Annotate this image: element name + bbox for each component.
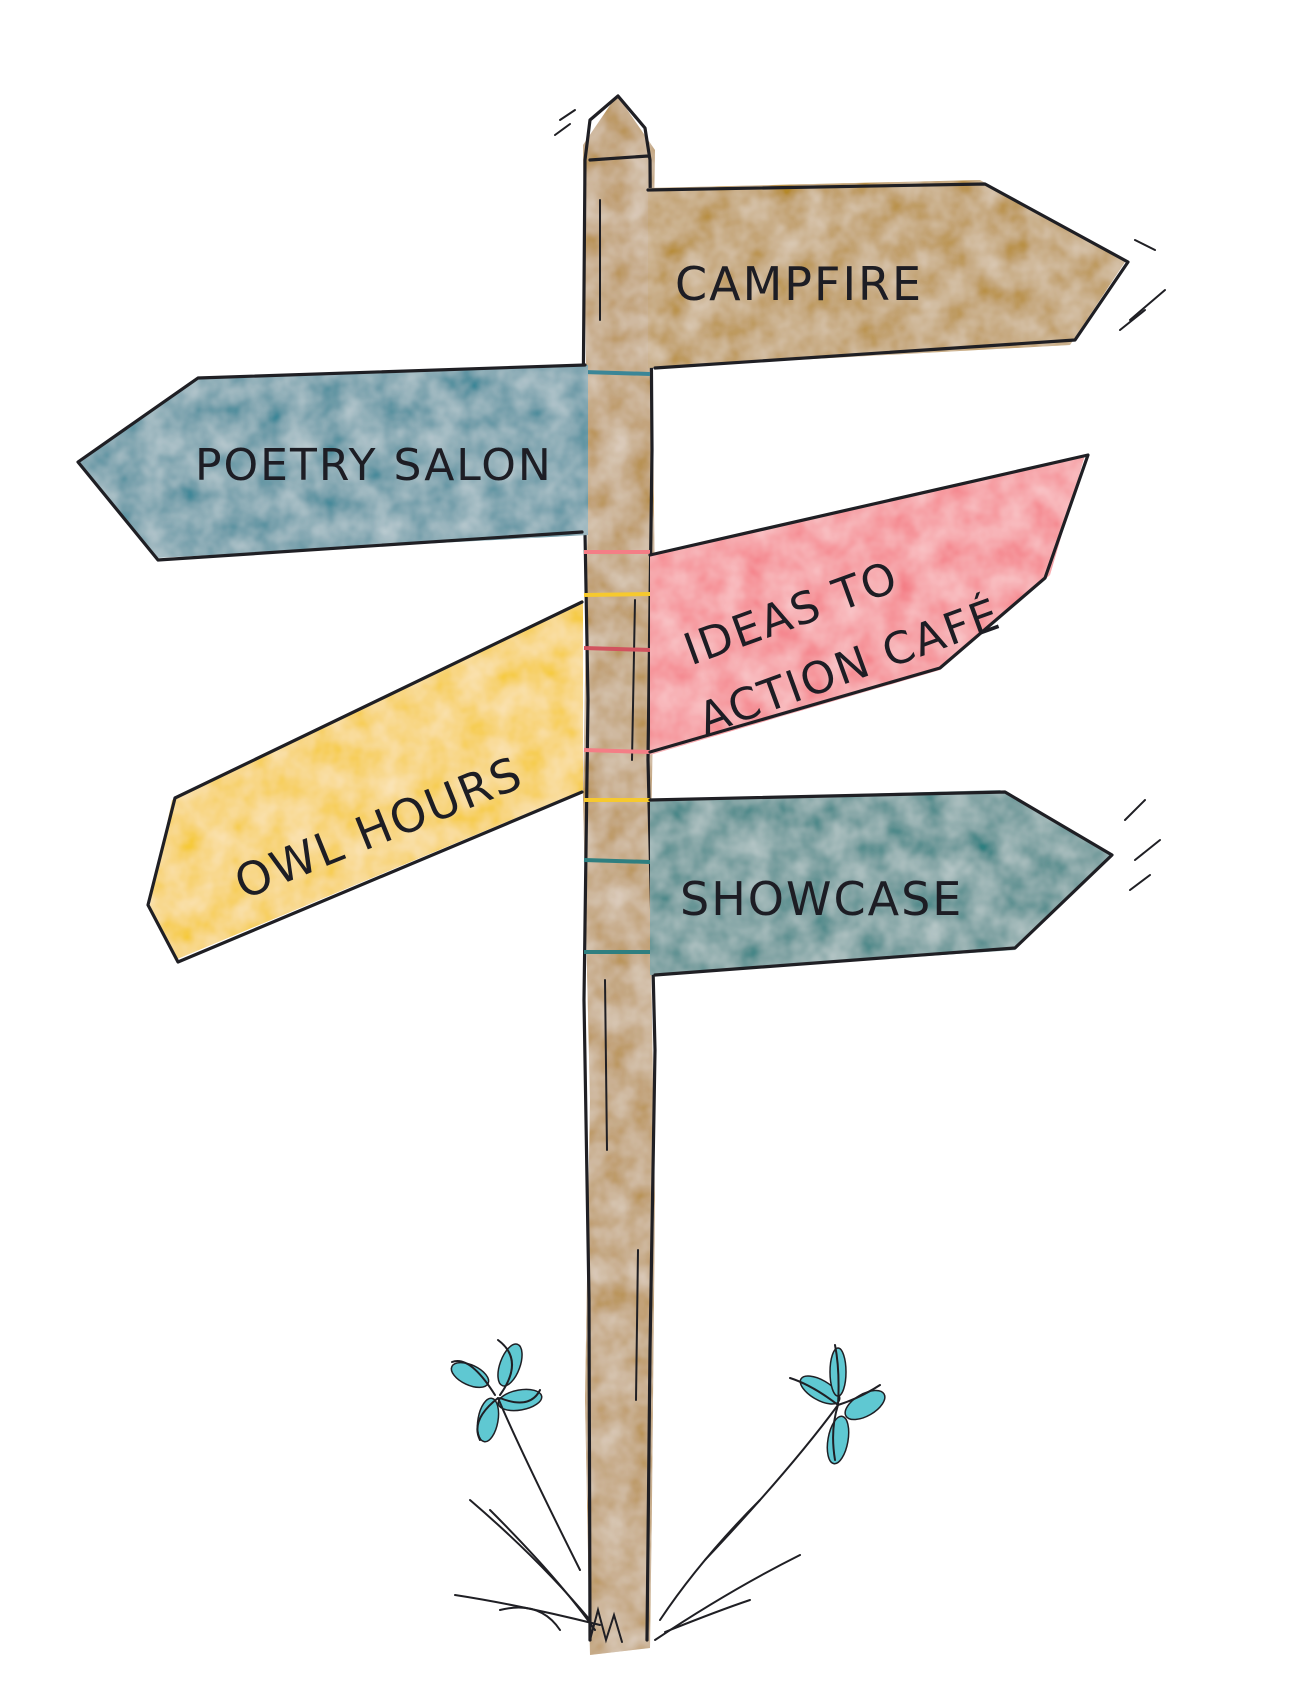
motion-ticks — [554, 109, 1166, 891]
campfire-sign-outline — [646, 182, 1130, 370]
left-flower-outline — [451, 1339, 541, 1441]
owl-hours-sign-outline — [146, 600, 584, 964]
post-outline — [581, 94, 657, 1642]
right-flower-stem — [704, 1404, 839, 1561]
grass-tufts — [454, 1499, 801, 1644]
right-flower — [704, 1344, 886, 1561]
post-bands — [583, 370, 651, 954]
owl-hours-sign-board — [150, 600, 583, 960]
sign-campfire[interactable]: CAMPFIRE — [646, 180, 1130, 370]
poetry-salon-sign-outline — [76, 363, 587, 562]
sign-showcase[interactable]: SHOWCASE — [648, 790, 1114, 977]
right-flower-petals — [799, 1347, 886, 1465]
post-wood-grain — [599, 199, 639, 1401]
showcase-sign-board — [650, 790, 1110, 975]
sign-ideas-to-action-cafe[interactable]: IDEAS TO ACTION CAFÉ — [648, 453, 1090, 755]
post-body — [583, 95, 655, 1655]
left-flower — [450, 1339, 581, 1571]
right-flower-outline — [789, 1344, 881, 1461]
poetry-salon-label: POETRY SALON — [195, 440, 553, 491]
sign-poetry-salon[interactable]: POETRY SALON — [76, 363, 588, 562]
poetry-salon-sign-board — [80, 365, 588, 558]
left-flower-stem — [497, 1397, 581, 1571]
left-flower-petals — [450, 1343, 543, 1443]
ideas-sign-outline — [648, 453, 1090, 754]
sign-owl-hours[interactable]: OWL HOURS — [146, 600, 584, 964]
wooden-post — [581, 94, 657, 1655]
campfire-label: CAMPFIRE — [675, 257, 923, 311]
showcase-label: SHOWCASE — [680, 872, 963, 926]
campfire-sign-board — [648, 180, 1125, 368]
showcase-sign-outline — [648, 790, 1114, 977]
